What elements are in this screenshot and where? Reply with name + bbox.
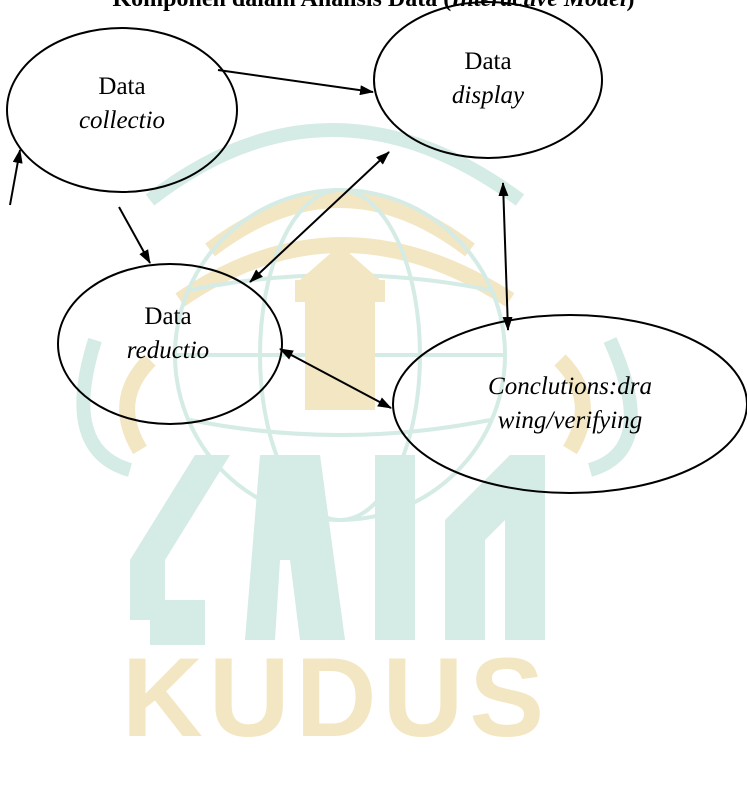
node-data-display — [373, 1, 603, 159]
collection-label-line1: Data — [98, 73, 146, 100]
conclusions-label-line1: Conclutions:dra — [488, 373, 652, 400]
title-text: Komponen dalam Analisis Data ( — [112, 0, 451, 12]
display-label-line1: Data — [464, 48, 512, 75]
node-conclusions — [392, 314, 747, 494]
arrow-entry — [9, 149, 23, 206]
title-close-paren: ) — [627, 0, 635, 12]
node-label-display: Data display — [408, 45, 568, 113]
node-data-reduction — [57, 263, 283, 425]
collection-label-line2: collectio — [78, 107, 166, 134]
arrow-display-conclusions — [498, 182, 513, 331]
conclusions-label-line2: wing/verifying — [497, 407, 643, 434]
reduction-label-line1: Data — [144, 303, 192, 330]
node-label-conclusions: Conclutions:dra wing/verifying — [440, 370, 700, 438]
arrow-reduction-conclusions — [279, 348, 392, 409]
arrow-collection-to-display — [217, 69, 374, 96]
watermark-frame — [76, 123, 638, 477]
reduction-label-line2: reductio — [126, 337, 210, 364]
display-label-line2: display — [451, 82, 525, 109]
node-label-collection: Data collectio — [42, 70, 202, 138]
watermark-letters — [130, 455, 545, 645]
node-data-collection — [6, 27, 238, 193]
node-label-reduction: Data reductio — [88, 300, 248, 368]
arrow-collection-to-reduction — [118, 206, 151, 264]
watermark-text: KUDUS — [122, 635, 550, 760]
arrow-display-reduction — [249, 151, 390, 283]
